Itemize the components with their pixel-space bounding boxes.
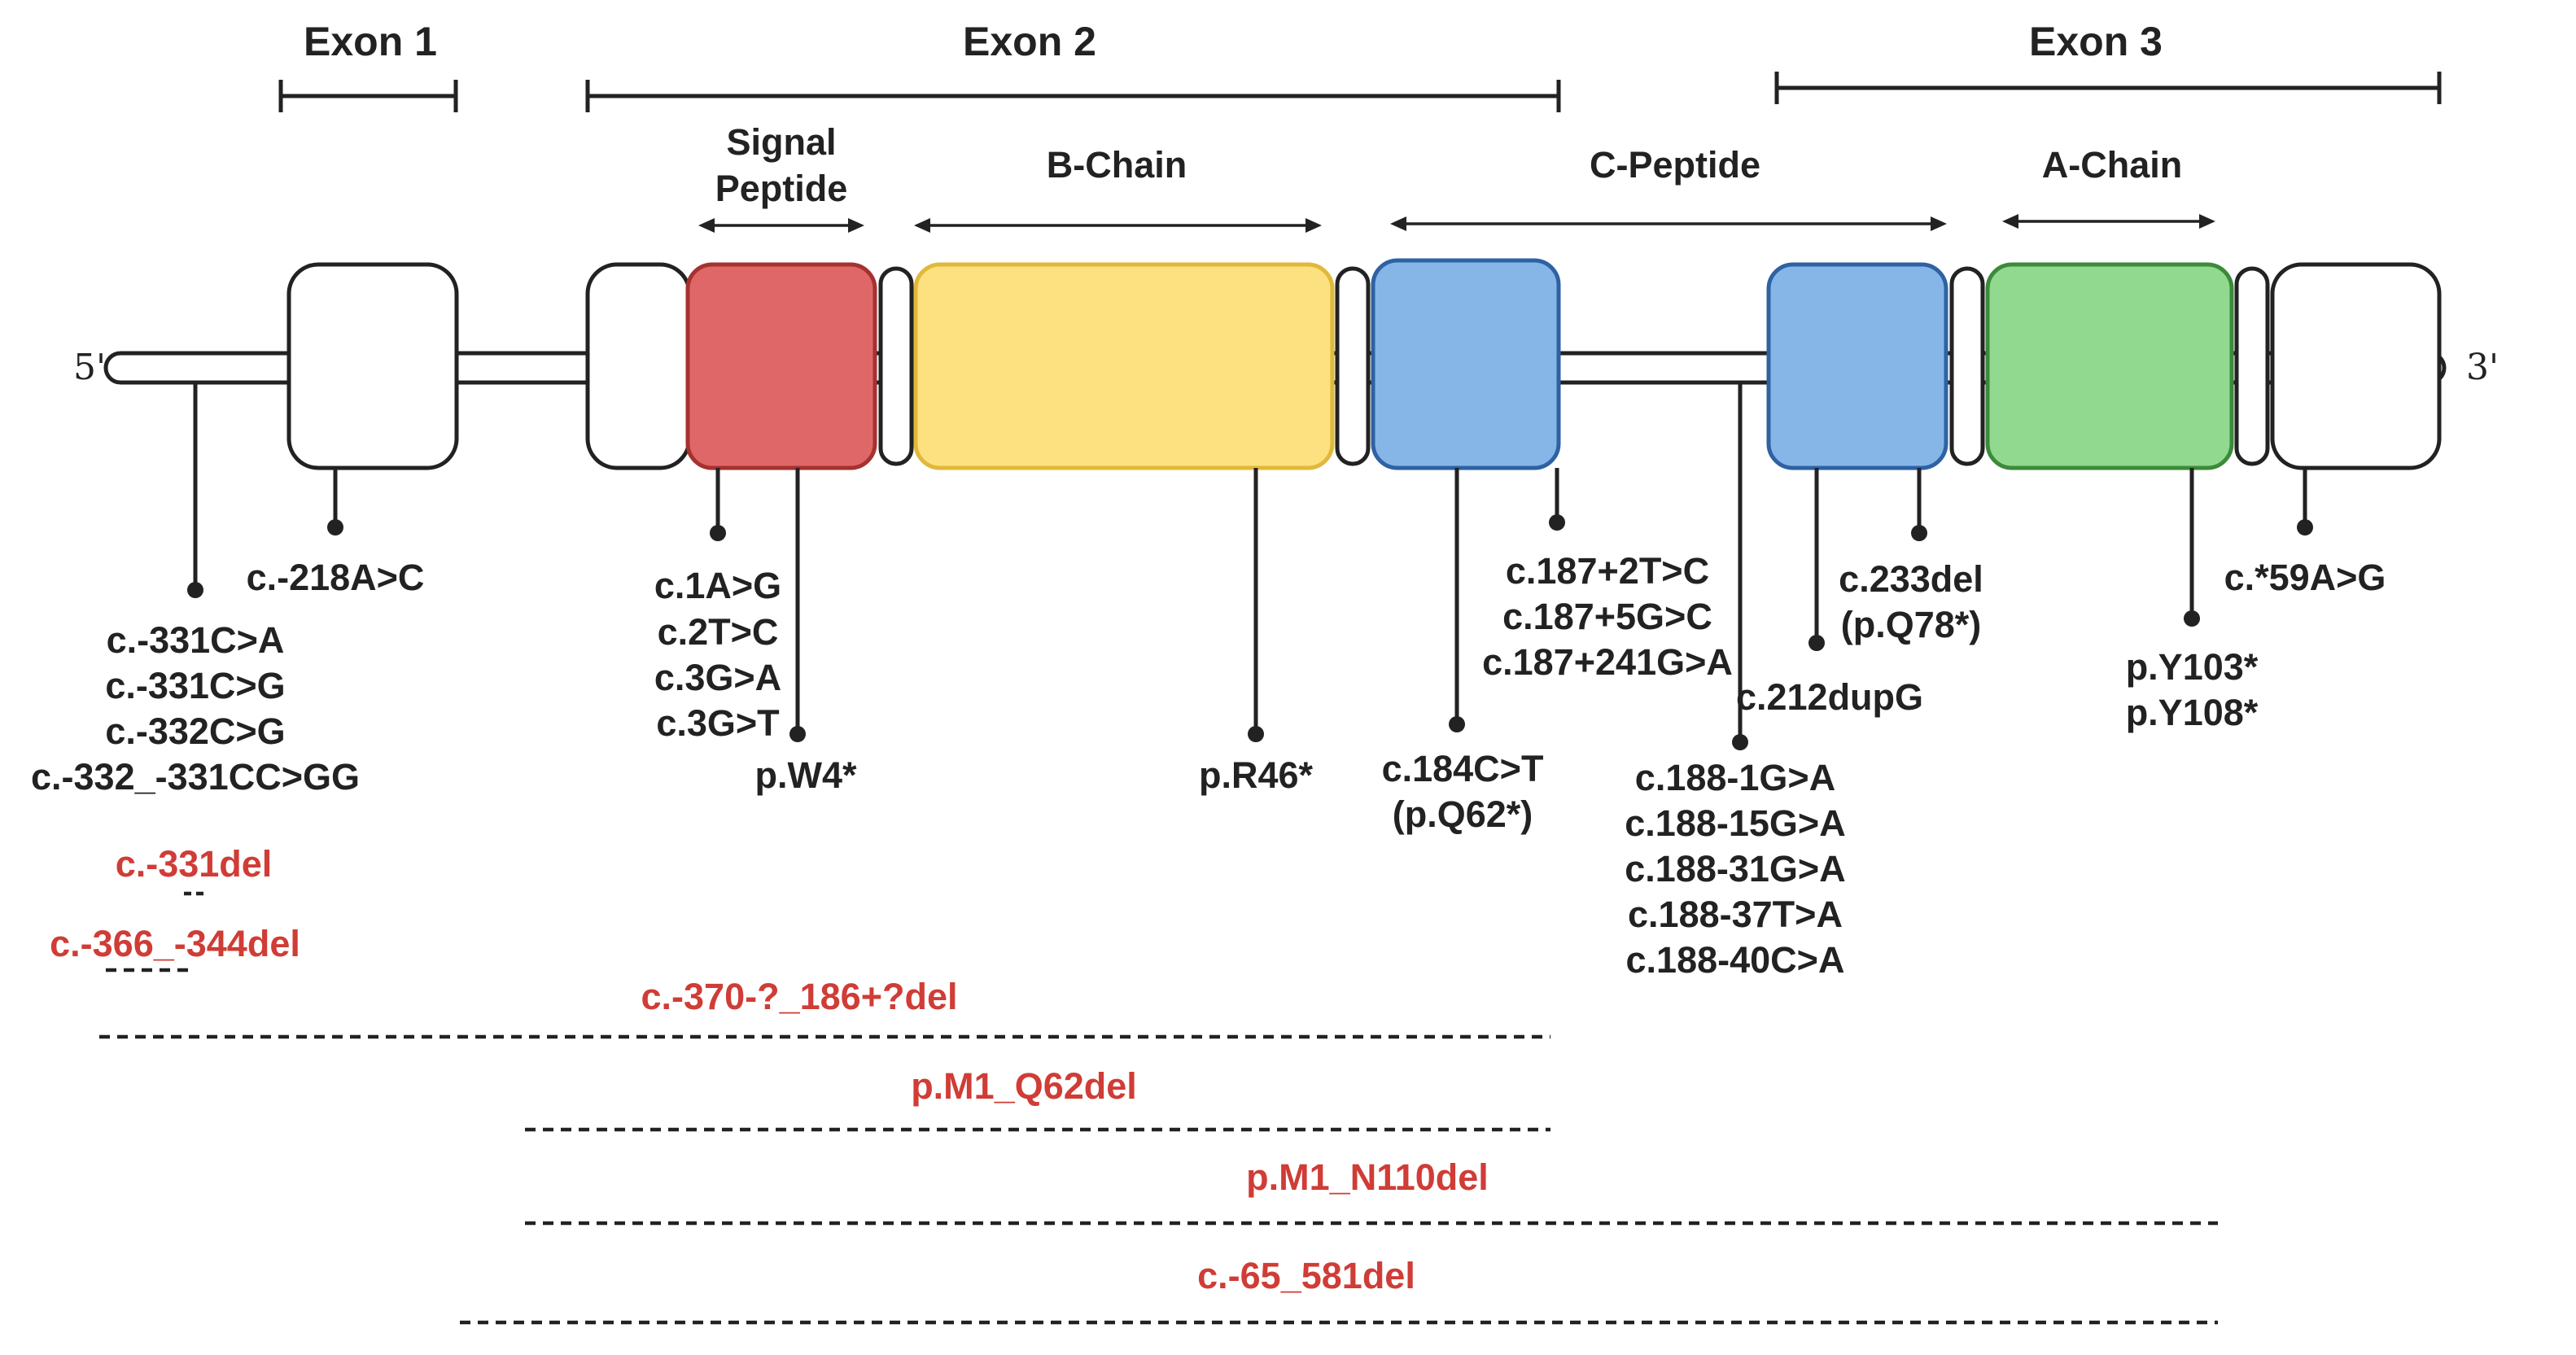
deletion-list: c.-331del c.-366_-344del c.-370-?_186+?d… <box>50 843 2218 1325</box>
a-chain-region: A-Chain <box>2002 144 2215 229</box>
deletion-1-label: c.-331del <box>116 843 273 885</box>
a-chain-block <box>1985 262 2234 470</box>
a-chain-label: A-Chain <box>2042 144 2183 186</box>
variant-intron2-splice-3: c.187+241G>A <box>1482 641 1733 683</box>
variant-start-3: c.3G>A <box>654 657 781 698</box>
exon-2-label: Exon 2 <box>963 19 1096 64</box>
signal-peptide-label-2: Peptide <box>715 168 848 209</box>
exon-3-utr-block <box>2270 262 2442 470</box>
variant-labels: c.-331C>A c.-331C>G c.-332C>G c.-332_-33… <box>31 550 2386 981</box>
signal-peptide-region: Signal Peptide <box>698 121 864 233</box>
deletion-3-label: c.-370-?_186+?del <box>641 976 958 1017</box>
variant-intron2-acceptor-5: c.188-40C>A <box>1626 939 1845 981</box>
junction-block-3 <box>1949 266 1985 466</box>
exon-3-label: Exon 3 <box>2029 19 2163 64</box>
variant-utr3: c.*59A>G <box>2224 557 2386 598</box>
variant-c-peptide-exon2-1: c.184C>T <box>1382 748 1544 789</box>
variant-intron2-splice-2: c.187+5G>C <box>1502 596 1712 637</box>
variant-start-2: c.2T>C <box>658 611 779 653</box>
variant-c-peptide-exon2-2: (p.Q62*) <box>1393 793 1533 835</box>
deletion-4-label: p.M1_Q62del <box>911 1065 1137 1107</box>
variant-exon1: c.-218A>C <box>247 557 425 598</box>
exon-2-header: Exon 2 <box>585 19 1561 112</box>
variant-a-chain-2: p.Y108* <box>2126 692 2259 733</box>
variant-a-chain-1: p.Y103* <box>2126 646 2259 688</box>
five-prime-label: 5' <box>73 347 106 388</box>
b-chain-region: B-Chain <box>914 144 1322 233</box>
b-chain-label: B-Chain <box>1047 144 1187 186</box>
deletion-6-label: c.-65_581del <box>1197 1255 1415 1296</box>
variant-c-peptide-dup: c.212dupG <box>1736 676 1923 718</box>
exon-2-utr-block <box>585 262 692 470</box>
variant-signal: p.W4* <box>754 754 856 796</box>
variant-utr5-1: c.-331C>A <box>107 619 285 661</box>
variant-intron2-acceptor-1: c.188-1G>A <box>1635 757 1835 798</box>
variant-start-4: c.3G>T <box>656 702 779 744</box>
variant-intron2-acceptor-4: c.188-37T>A <box>1628 894 1843 935</box>
variant-start-1: c.1A>G <box>654 565 781 606</box>
exon-1-block <box>286 262 459 470</box>
b-chain-block <box>913 262 1335 470</box>
junction-block-4 <box>2234 266 2270 466</box>
c-peptide-block-exon3 <box>1766 262 1948 470</box>
deletion-2-label: c.-366_-344del <box>50 923 300 964</box>
exon-3-header: Exon 3 <box>1774 19 2442 104</box>
deletion-5-label: p.M1_N110del <box>1246 1156 1489 1198</box>
exon-1-header: Exon 1 <box>278 19 458 112</box>
signal-peptide-block <box>685 262 877 470</box>
junction-block-1 <box>878 266 914 466</box>
variant-intron2-acceptor-2: c.188-15G>A <box>1625 802 1845 844</box>
junction-block-2 <box>1335 266 1371 466</box>
variant-b-chain: p.R46* <box>1199 754 1314 796</box>
c-peptide-label: C-Peptide <box>1590 144 1760 186</box>
variant-c-peptide-del-1: c.233del <box>1839 558 1983 600</box>
c-peptide-region: C-Peptide <box>1390 144 1947 231</box>
c-peptide-block-exon2 <box>1371 258 1561 470</box>
three-prime-label: 3' <box>2466 347 2499 388</box>
variant-utr5-3: c.-332C>G <box>105 710 285 752</box>
variant-leads <box>187 382 2313 750</box>
variant-c-peptide-del-2: (p.Q78*) <box>1841 604 1982 645</box>
variant-utr5-4: c.-332_-331CC>GG <box>31 756 360 798</box>
exon-1-label: Exon 1 <box>304 19 437 64</box>
variant-utr5-2: c.-331C>G <box>105 665 285 706</box>
variant-intron2-splice-1: c.187+2T>C <box>1506 550 1709 592</box>
variant-intron2-acceptor-3: c.188-31G>A <box>1625 848 1845 889</box>
signal-peptide-label-1: Signal <box>726 121 836 163</box>
